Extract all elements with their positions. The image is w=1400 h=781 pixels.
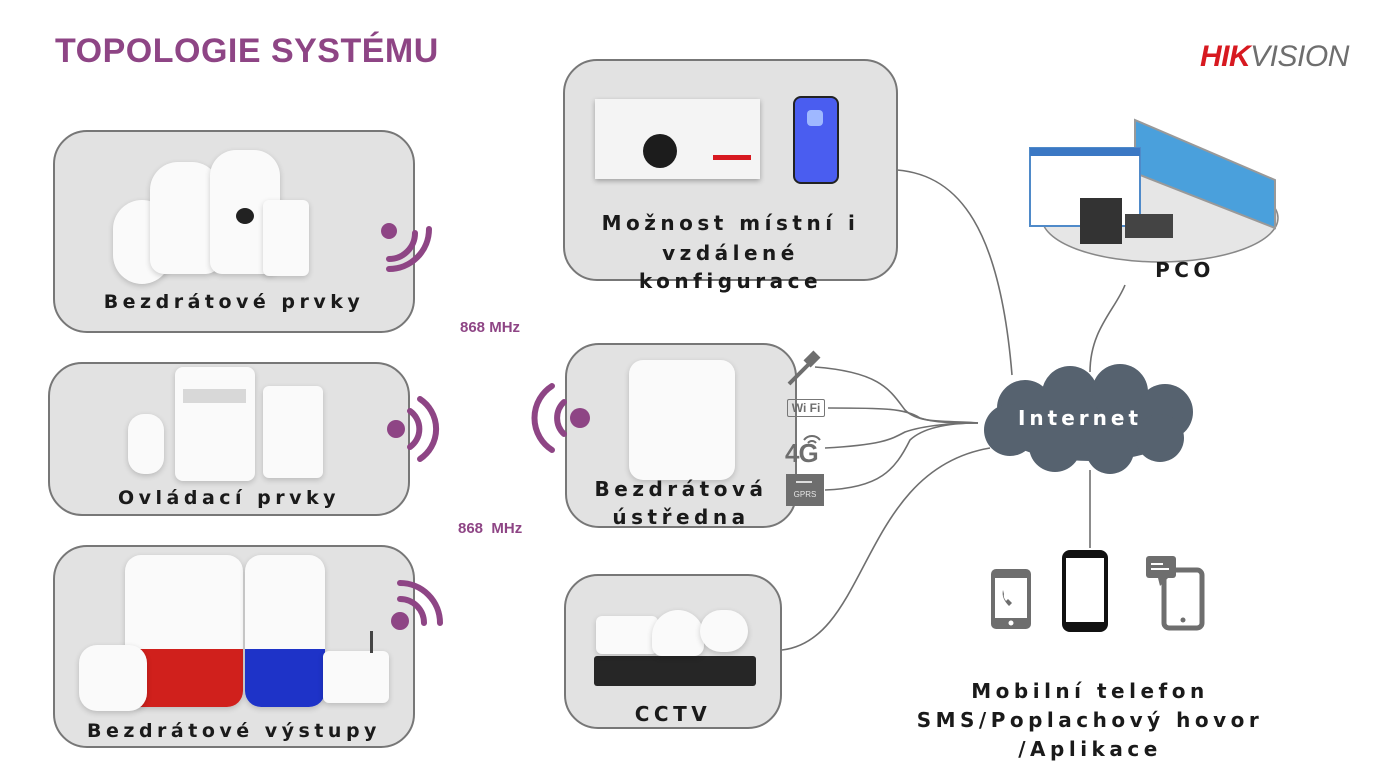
label-wireless-outputs: Bezdrátové výstupy — [87, 720, 381, 742]
keypad-device — [263, 386, 323, 478]
line-gprs-internet — [824, 422, 979, 491]
wifi-label: Wi Fi — [791, 401, 821, 415]
hub-device — [629, 360, 735, 480]
internet-cloud-icon — [984, 364, 1193, 474]
door-contact-device — [263, 200, 309, 276]
label-configuration-line1: Možnost místní i — [601, 211, 860, 235]
node-control-panel: Bezdrátová ústředna — [565, 343, 797, 529]
relay-antenna — [370, 631, 373, 653]
label-mobile-line2: SMS/Poplachový hovor — [916, 708, 1264, 732]
page-title: TOPOLOGIE SYSTÉMU — [55, 32, 439, 70]
mobile-app-phone — [793, 96, 839, 184]
4g-icon: 4G — [785, 432, 825, 468]
hikvision-logo: HIKVISION — [1200, 40, 1349, 74]
label-cctv: CCTV — [634, 702, 712, 726]
wireless-signal-icon — [391, 580, 443, 630]
bullet-camera-device — [596, 616, 658, 654]
web-config-screenshot — [595, 99, 760, 179]
node-control-devices: Ovládací prvky — [48, 362, 410, 516]
line-pco-internet — [1089, 284, 1126, 373]
wireless-signal-icon — [387, 396, 440, 462]
ethernet-cable-icon — [787, 350, 821, 386]
indoor-siren-device — [79, 645, 147, 711]
dome-camera-device — [652, 610, 704, 656]
node-cctv: CCTV — [564, 574, 782, 729]
phone-call-icon — [991, 569, 1031, 629]
frequency-label-bottom: 868 MHz — [458, 520, 523, 537]
pco-monitoring-center-illustration — [1029, 118, 1279, 263]
line-ethernet-internet — [814, 366, 979, 424]
nvr-device — [594, 656, 756, 686]
gprs-icon: GPRS — [786, 474, 824, 506]
wireless-signal-icon — [381, 223, 432, 272]
gprs-label: GPRS — [793, 490, 817, 499]
label-pco: PCO — [1155, 258, 1215, 282]
keyfob-device — [128, 414, 164, 474]
smartphone-in-hand-illustration — [1062, 550, 1108, 632]
frequency-label-top: 868 MHz — [460, 319, 521, 336]
logo-part-vision: VISION — [1250, 40, 1349, 73]
label-control-panel-line1: Bezdrátová — [594, 477, 768, 501]
label-mobile-line1: Mobilní telefon — [971, 679, 1209, 703]
label-configuration-line2: vzdálené konfigurace — [638, 241, 823, 293]
line-4g-internet — [824, 422, 979, 449]
wifi-icon: Wi Fi — [787, 399, 825, 417]
label-mobile-line3: /Aplikace — [1018, 737, 1162, 761]
node-configuration: Možnost místní i vzdálené konfigurace — [563, 59, 898, 293]
pir-detector-device — [150, 162, 220, 274]
turret-camera-device — [700, 610, 748, 652]
lcd-keypad-device — [175, 367, 255, 481]
wireless-signal-icon — [531, 383, 590, 453]
4g-signal-arcs — [803, 435, 821, 444]
logo-part-hik: HIK — [1200, 40, 1251, 73]
relay-module-device — [323, 651, 389, 703]
sms-message-icon — [1146, 556, 1205, 631]
outdoor-siren-blue-device — [245, 555, 325, 707]
label-wireless-detectors: Bezdrátové prvky — [103, 291, 365, 313]
line-config-internet — [896, 169, 1013, 376]
node-wireless-outputs: Bezdrátové výstupy — [53, 545, 415, 748]
label-control-panel-line2: ústředna — [612, 505, 750, 529]
node-wireless-detectors: Bezdrátové prvky — [53, 130, 415, 333]
label-control-devices: Ovládací prvky — [117, 487, 341, 509]
4g-label: 4G — [785, 438, 819, 468]
line-cctv-internet — [781, 447, 991, 651]
line-wifi-internet — [827, 407, 979, 424]
label-internet: Internet — [1017, 406, 1143, 430]
